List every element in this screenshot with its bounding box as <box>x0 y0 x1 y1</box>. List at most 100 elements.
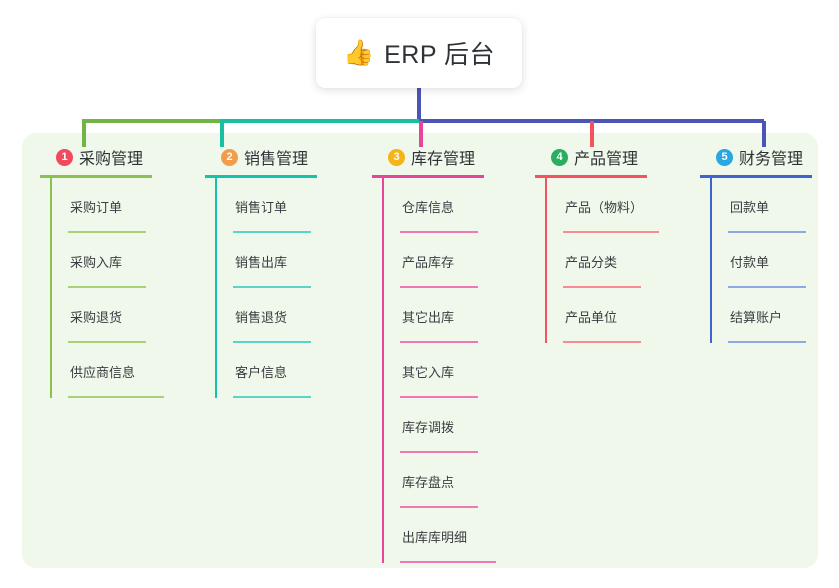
branch-item[interactable]: 销售出库 <box>233 233 355 288</box>
branch-spine <box>50 178 52 398</box>
branch-number-badge: 4 <box>551 148 568 166</box>
branch-title: 销售管理 <box>244 151 309 168</box>
branch-item[interactable]: 结算账户 <box>728 288 839 343</box>
branch-item-label: 库存盘点 <box>402 475 455 490</box>
branch-item-label: 回款单 <box>730 200 770 215</box>
branch-item-rule <box>563 231 659 233</box>
branch-header-rule <box>372 175 484 178</box>
connector-drop-3 <box>419 121 423 147</box>
branch-title: 财务管理 <box>739 151 804 168</box>
branch-spine <box>215 178 217 398</box>
branch-item-rule <box>233 231 311 233</box>
branch-item[interactable]: 出库库明细 <box>400 508 522 563</box>
branch-column-5: 5 财务管理回款单付款单结算账户 <box>700 146 839 343</box>
branch-item-rule <box>68 396 164 398</box>
branch-items-2: 销售订单销售出库销售退货客户信息 <box>215 178 355 398</box>
branch-item-label: 出库库明细 <box>402 530 468 545</box>
branch-header-rule <box>535 175 647 178</box>
branch-item-label: 仓库信息 <box>402 200 455 215</box>
branch-item-rule <box>728 231 806 233</box>
branch-item[interactable]: 回款单 <box>728 178 839 233</box>
branch-item[interactable]: 仓库信息 <box>400 178 522 233</box>
branch-item[interactable]: 库存盘点 <box>400 453 522 508</box>
branch-item[interactable]: 采购入库 <box>68 233 190 288</box>
branch-item[interactable]: 产品（物料） <box>563 178 685 233</box>
diagram-background-panel <box>22 133 818 568</box>
branch-item-rule <box>728 341 806 343</box>
branch-item-rule <box>400 561 496 563</box>
bus-segment-green <box>82 119 220 123</box>
branch-item[interactable]: 采购订单 <box>68 178 190 233</box>
branch-item[interactable]: 销售订单 <box>233 178 355 233</box>
branch-item-rule <box>563 286 641 288</box>
branch-item[interactable]: 产品库存 <box>400 233 522 288</box>
root-node-card[interactable]: 👍 ERP 后台 <box>316 18 522 88</box>
branch-item-label: 库存调拨 <box>402 420 455 435</box>
branch-item-label: 产品分类 <box>565 255 618 270</box>
branch-spine <box>382 178 384 563</box>
branch-item-rule <box>400 231 478 233</box>
branch-item-label: 其它入库 <box>402 365 455 380</box>
branch-spine <box>545 178 547 343</box>
branch-item-label: 付款单 <box>730 255 770 270</box>
branch-item[interactable]: 销售退货 <box>233 288 355 343</box>
branch-item-label: 供应商信息 <box>70 365 136 380</box>
branch-item-label: 销售出库 <box>235 255 288 270</box>
branch-header-rule <box>700 175 812 178</box>
page-title: ERP 后台 <box>384 41 496 69</box>
branch-item-label: 采购订单 <box>70 200 123 215</box>
connector-drop-4 <box>590 121 594 147</box>
branch-item[interactable]: 供应商信息 <box>68 343 190 398</box>
branch-items-1: 采购订单采购入库采购退货供应商信息 <box>50 178 190 398</box>
connector-drop-2 <box>220 121 224 147</box>
branch-item-label: 销售订单 <box>235 200 288 215</box>
branch-item[interactable]: 库存调拨 <box>400 398 522 453</box>
branch-header-3[interactable]: 3 库存管理 <box>372 146 522 168</box>
branch-number-badge: 3 <box>388 148 405 166</box>
branch-item[interactable]: 客户信息 <box>233 343 355 398</box>
branch-item-label: 产品单位 <box>565 310 618 325</box>
branch-items-5: 回款单付款单结算账户 <box>710 178 839 343</box>
branch-item-rule <box>400 451 478 453</box>
branch-header-rule <box>205 175 317 178</box>
branch-item-label: 产品（物料） <box>565 200 644 215</box>
branch-item-rule <box>68 341 146 343</box>
branch-item-label: 客户信息 <box>235 365 288 380</box>
branch-item-label: 其它出库 <box>402 310 455 325</box>
branch-item[interactable]: 采购退货 <box>68 288 190 343</box>
branch-item-rule <box>400 506 478 508</box>
branch-item-rule <box>233 286 311 288</box>
branch-item-rule <box>400 341 478 343</box>
branch-item[interactable]: 产品分类 <box>563 233 685 288</box>
branch-item-label: 采购入库 <box>70 255 123 270</box>
branch-column-3: 3 库存管理仓库信息产品库存其它出库其它入库库存调拨库存盘点出库库明细 <box>372 146 522 563</box>
branch-item-rule <box>400 396 478 398</box>
branch-title: 产品管理 <box>574 151 639 168</box>
branch-item-label: 结算账户 <box>730 310 783 325</box>
branch-header-5[interactable]: 5 财务管理 <box>700 146 839 168</box>
connector-drop-5 <box>762 121 766 147</box>
branch-header-4[interactable]: 4 产品管理 <box>535 146 685 168</box>
branch-item[interactable]: 付款单 <box>728 233 839 288</box>
branch-item[interactable]: 产品单位 <box>563 288 685 343</box>
branch-item-rule <box>233 396 311 398</box>
branch-item[interactable]: 其它出库 <box>400 288 522 343</box>
connector-drop-1 <box>82 121 86 147</box>
branch-spine <box>710 178 712 343</box>
branch-item-label: 采购退货 <box>70 310 123 325</box>
branch-item-rule <box>563 341 641 343</box>
branch-item[interactable]: 其它入库 <box>400 343 522 398</box>
branch-number-badge: 5 <box>716 148 733 166</box>
branch-title: 库存管理 <box>411 151 476 168</box>
thumbs-up-icon: 👍 <box>342 38 375 67</box>
branch-items-4: 产品（物料） 产品分类产品单位 <box>545 178 685 343</box>
branch-title: 采购管理 <box>79 151 144 168</box>
branch-item-label: 产品库存 <box>402 255 455 270</box>
branch-column-4: 4 产品管理产品（物料） 产品分类产品单位 <box>535 146 685 343</box>
branch-item-rule <box>728 286 806 288</box>
branch-item-rule <box>68 231 146 233</box>
